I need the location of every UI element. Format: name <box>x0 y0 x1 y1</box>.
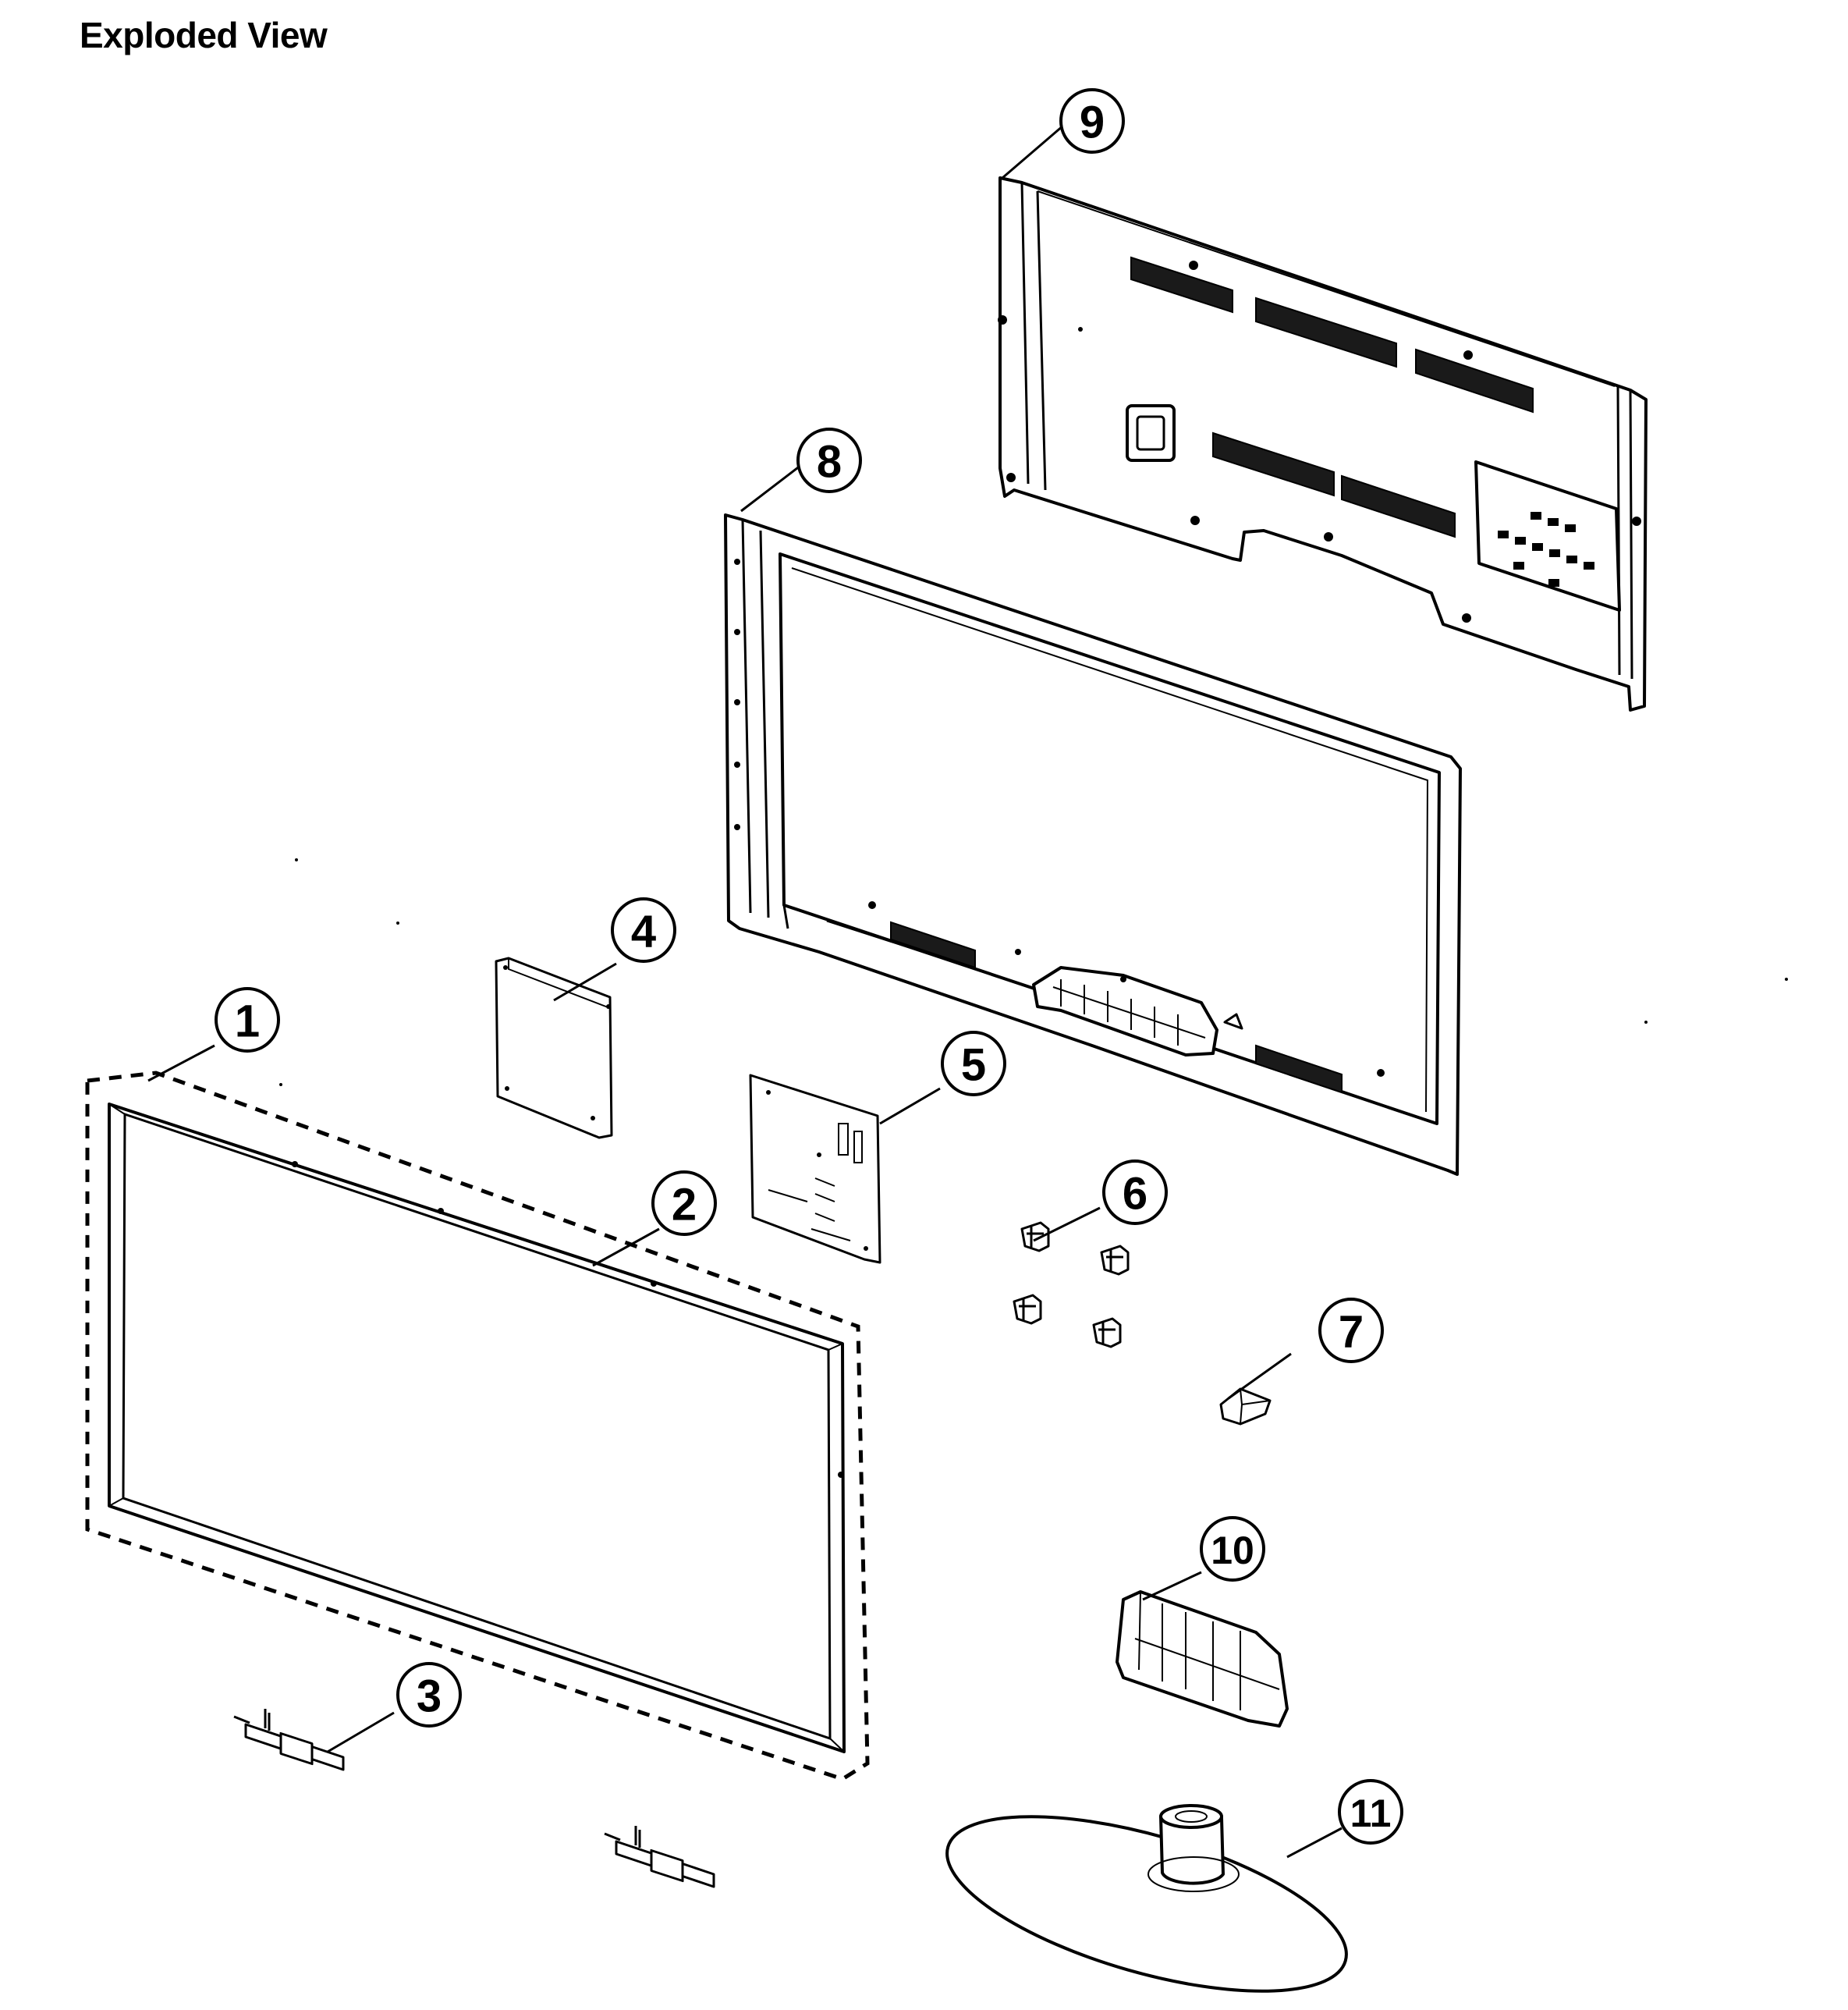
callout-4: 4 <box>611 897 676 963</box>
callout-5: 5 <box>941 1031 1006 1096</box>
callout-2: 2 <box>651 1170 717 1236</box>
callout-8: 8 <box>796 428 862 493</box>
callout-label: 9 <box>1080 98 1105 148</box>
clip-part <box>1219 1387 1272 1426</box>
page-title: Exploded View <box>80 15 328 55</box>
callout-11: 11 <box>1338 1779 1403 1845</box>
callout-label: 3 <box>417 1671 442 1722</box>
callout-label: 2 <box>672 1180 697 1231</box>
callout-1: 1 <box>215 987 280 1053</box>
callout-10: 10 <box>1200 1516 1265 1582</box>
stand-base-part <box>945 1804 1348 1993</box>
middle-frame-part <box>724 513 1462 1176</box>
callout-label: 6 <box>1123 1169 1147 1220</box>
callout-label: 1 <box>235 996 260 1047</box>
callout-circle <box>1200 1516 1265 1582</box>
callout-circle <box>796 428 862 493</box>
callout-circle <box>1102 1159 1168 1225</box>
main-board-part <box>749 1074 881 1264</box>
stand-neck-part <box>1116 1590 1289 1728</box>
speaker-parts <box>233 1709 715 1888</box>
callout-label: 11 <box>1350 1792 1392 1835</box>
callout-circle <box>941 1031 1006 1096</box>
callout-9: 9 <box>1059 88 1125 154</box>
callout-label: 7 <box>1339 1307 1364 1358</box>
scan-specks <box>279 858 1788 1086</box>
callout-circle <box>215 987 280 1053</box>
callout-3: 3 <box>396 1662 462 1728</box>
rear-cover-part <box>998 176 1648 712</box>
callout-circle <box>1318 1298 1384 1363</box>
power-board-part <box>495 957 613 1139</box>
callout-7: 7 <box>1318 1298 1384 1363</box>
callout-label: 4 <box>631 907 656 957</box>
callout-circle <box>1059 88 1125 154</box>
bracket-parts <box>1013 1221 1130 1348</box>
leader-lines <box>147 119 1343 1859</box>
callout-circle <box>1338 1779 1403 1845</box>
callout-6: 6 <box>1102 1159 1168 1225</box>
callout-circle <box>396 1662 462 1728</box>
callout-circle <box>611 897 676 963</box>
callout-circle <box>651 1170 717 1236</box>
callout-label: 5 <box>961 1040 986 1091</box>
front-bezel-part <box>85 1071 870 1781</box>
callout-label: 8 <box>817 437 842 488</box>
callout-label: 10 <box>1211 1529 1254 1572</box>
